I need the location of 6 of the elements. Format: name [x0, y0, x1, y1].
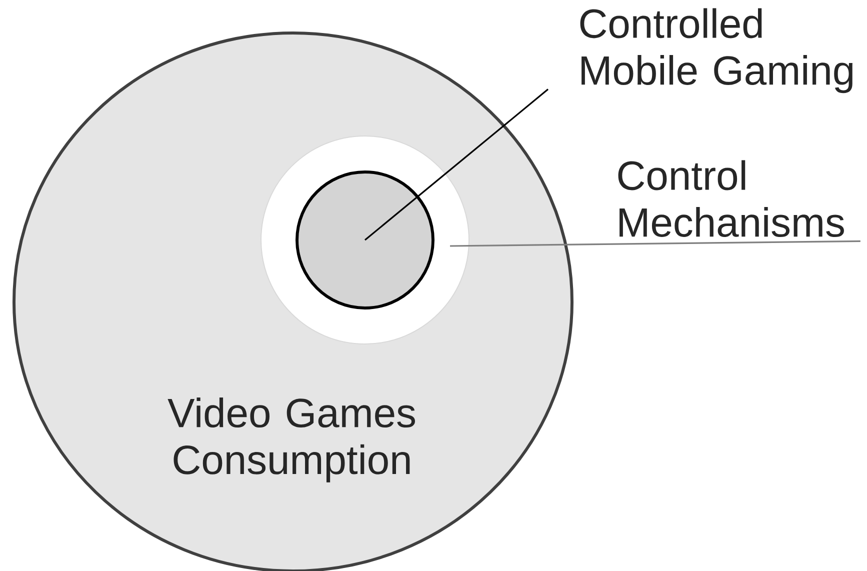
leader-line — [364, 88, 549, 241]
inner-circle — [296, 170, 434, 310]
callout-text: Controlled Mobile Gaming — [580, 8, 852, 94]
leader-line — [450, 240, 860, 247]
callout-text: Control Mechanisms — [618, 160, 844, 238]
circle-label: Video Games Consumption — [168, 398, 415, 482]
